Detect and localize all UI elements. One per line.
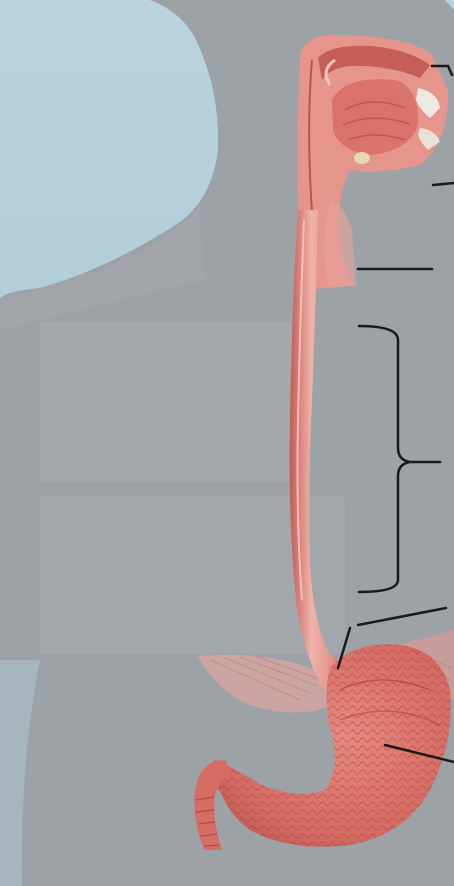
- label-box-upper: [40, 322, 297, 482]
